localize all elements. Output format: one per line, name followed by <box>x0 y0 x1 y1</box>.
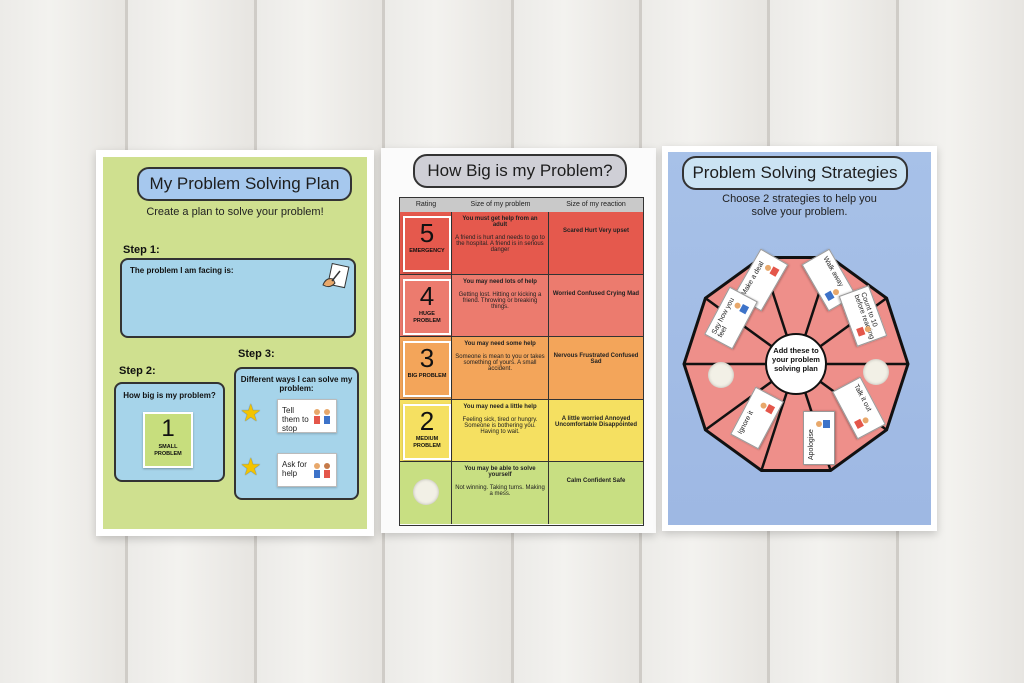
size-description: Someone is mean to you or takes somethin… <box>455 354 545 372</box>
how-big-label: How big is my problem? <box>123 391 216 400</box>
rating-number: 5 <box>419 218 435 248</box>
reaction-cell: A little worried Annoyed Uncomfortable D… <box>549 400 643 462</box>
reaction-words: Scared Hurt Very upset <box>562 228 630 234</box>
size-description: Getting lost. Hitting or kicking a frien… <box>458 291 542 310</box>
reaction-cell: Calm Confident Safe <box>549 462 643 524</box>
size-heading: You must get help from an adult <box>462 216 538 228</box>
strategies-subtitle: Choose 2 strategies to help you solve yo… <box>722 193 877 218</box>
how-big-problem-sheet: How Big is my Problem? Rating Size of my… <box>381 148 656 533</box>
rating-number: 2 <box>419 405 435 436</box>
strategy-card-label: Ignore it <box>736 409 756 436</box>
size-cell: You must get help from an adult A friend … <box>452 212 549 274</box>
wheel-center-text: Add these to your problem solving plan <box>772 346 820 373</box>
strategy-card: Make a deal <box>733 248 789 312</box>
person-icon <box>760 402 776 415</box>
size-description: Not winning. Taking turns. Making a mess… <box>455 485 545 497</box>
person-icon <box>765 264 780 277</box>
rating-word: MEDIUM PROBLEM <box>413 435 441 449</box>
size-description: A friend is hurt and needs to go to the … <box>455 235 545 253</box>
header-reaction: Size of my reaction <box>566 201 626 208</box>
rating-number: 1 <box>161 415 175 442</box>
problem-box: The problem I am facing is: <box>120 258 356 338</box>
size-heading: You may need a little help <box>463 403 537 410</box>
reaction-cell: Worried Confused Crying Mad <box>549 275 643 337</box>
how-big-box: How big is my problem? 1 SMALL PROBLEM <box>114 382 225 482</box>
ways-box: Different ways I can solve my problem: ★… <box>234 367 359 500</box>
strategy-card: Talk it out <box>832 376 886 440</box>
header-rating: Rating <box>415 201 437 208</box>
star-icon: ★ <box>240 400 262 427</box>
writing-hand-icon <box>322 263 350 289</box>
star-icon: ★ <box>240 454 262 481</box>
people-helping-icon <box>314 463 330 478</box>
reaction-words: Nervous Frustrated Confused Sad <box>553 353 639 365</box>
reaction-cell: Scared Hurt Very upset <box>549 212 643 274</box>
how-big-title: How Big is my Problem? <box>413 154 627 188</box>
size-heading: You may be able to solve yourself <box>464 466 536 478</box>
ways-label: Different ways I can solve my problem: <box>240 375 353 393</box>
person-icon <box>824 289 839 302</box>
reaction-words: Calm Confident Safe <box>566 478 626 484</box>
step2-label: Step 2: <box>119 365 156 377</box>
reaction-cell: Nervous Frustrated Confused Sad <box>549 337 643 399</box>
size-description: Feeling sick, tired or hungry. Someone i… <box>462 416 538 435</box>
problem-solving-plan-sheet: My Problem Solving Plan Create a plan to… <box>96 150 374 536</box>
rating-number: 4 <box>419 280 435 311</box>
strategy-card: Say how you feel <box>704 286 758 350</box>
strategy-card: Count to 10 before reacting <box>838 285 888 347</box>
plan-subtitle: Create a plan to solve your problem! <box>146 206 324 218</box>
rating-cell <box>400 462 452 524</box>
strategy-card: Ignore it <box>730 386 784 450</box>
velcro-dot <box>863 359 889 385</box>
plan-title: My Problem Solving Plan <box>137 167 352 201</box>
size-heading: You may need some help <box>464 341 536 347</box>
problem-size-table: Rating Size of my problem Size of my rea… <box>399 197 644 526</box>
strategy-card: Walk away <box>801 248 857 312</box>
velcro-dot <box>708 362 734 388</box>
rating-word: HUGE PROBLEM <box>413 310 441 324</box>
people-talking-icon <box>314 409 330 424</box>
velcro-dot <box>413 479 439 505</box>
person-icon <box>853 417 869 430</box>
person-icon <box>816 420 830 428</box>
strategy-card-ask-for-help: Ask for help <box>277 453 337 487</box>
rating-word: EMERGENCY <box>409 248 445 254</box>
person-icon <box>734 302 750 315</box>
person-icon <box>856 326 871 337</box>
strategy-card-label: Apologise <box>808 429 815 460</box>
rating-word: SMALL PROBLEM <box>154 444 182 457</box>
strategy-card: Apologise <box>803 411 835 465</box>
reaction-words: A little worried Annoyed Uncomfortable D… <box>554 415 637 428</box>
table-header: Rating Size of my problem Size of my rea… <box>400 198 643 213</box>
strategy-card-tell-them-to-stop: Tell them to stop <box>277 399 337 433</box>
small-problem-card: 1 SMALL PROBLEM <box>143 412 193 468</box>
problem-box-label: The problem I am facing is: <box>130 266 234 275</box>
step1-label: Step 1: <box>123 244 160 256</box>
step3-label: Step 3: <box>238 348 275 360</box>
header-size: Size of my problem <box>470 201 531 208</box>
reaction-words: Worried Confused Crying Mad <box>552 290 640 297</box>
strategies-sheet: Problem Solving Strategies Choose 2 stra… <box>662 146 937 531</box>
size-heading: You may need lots of help <box>463 278 537 285</box>
rating-number: 3 <box>419 343 435 373</box>
rating-word: BIG PROBLEM <box>407 373 447 379</box>
strategies-title: Problem Solving Strategies <box>682 156 908 190</box>
